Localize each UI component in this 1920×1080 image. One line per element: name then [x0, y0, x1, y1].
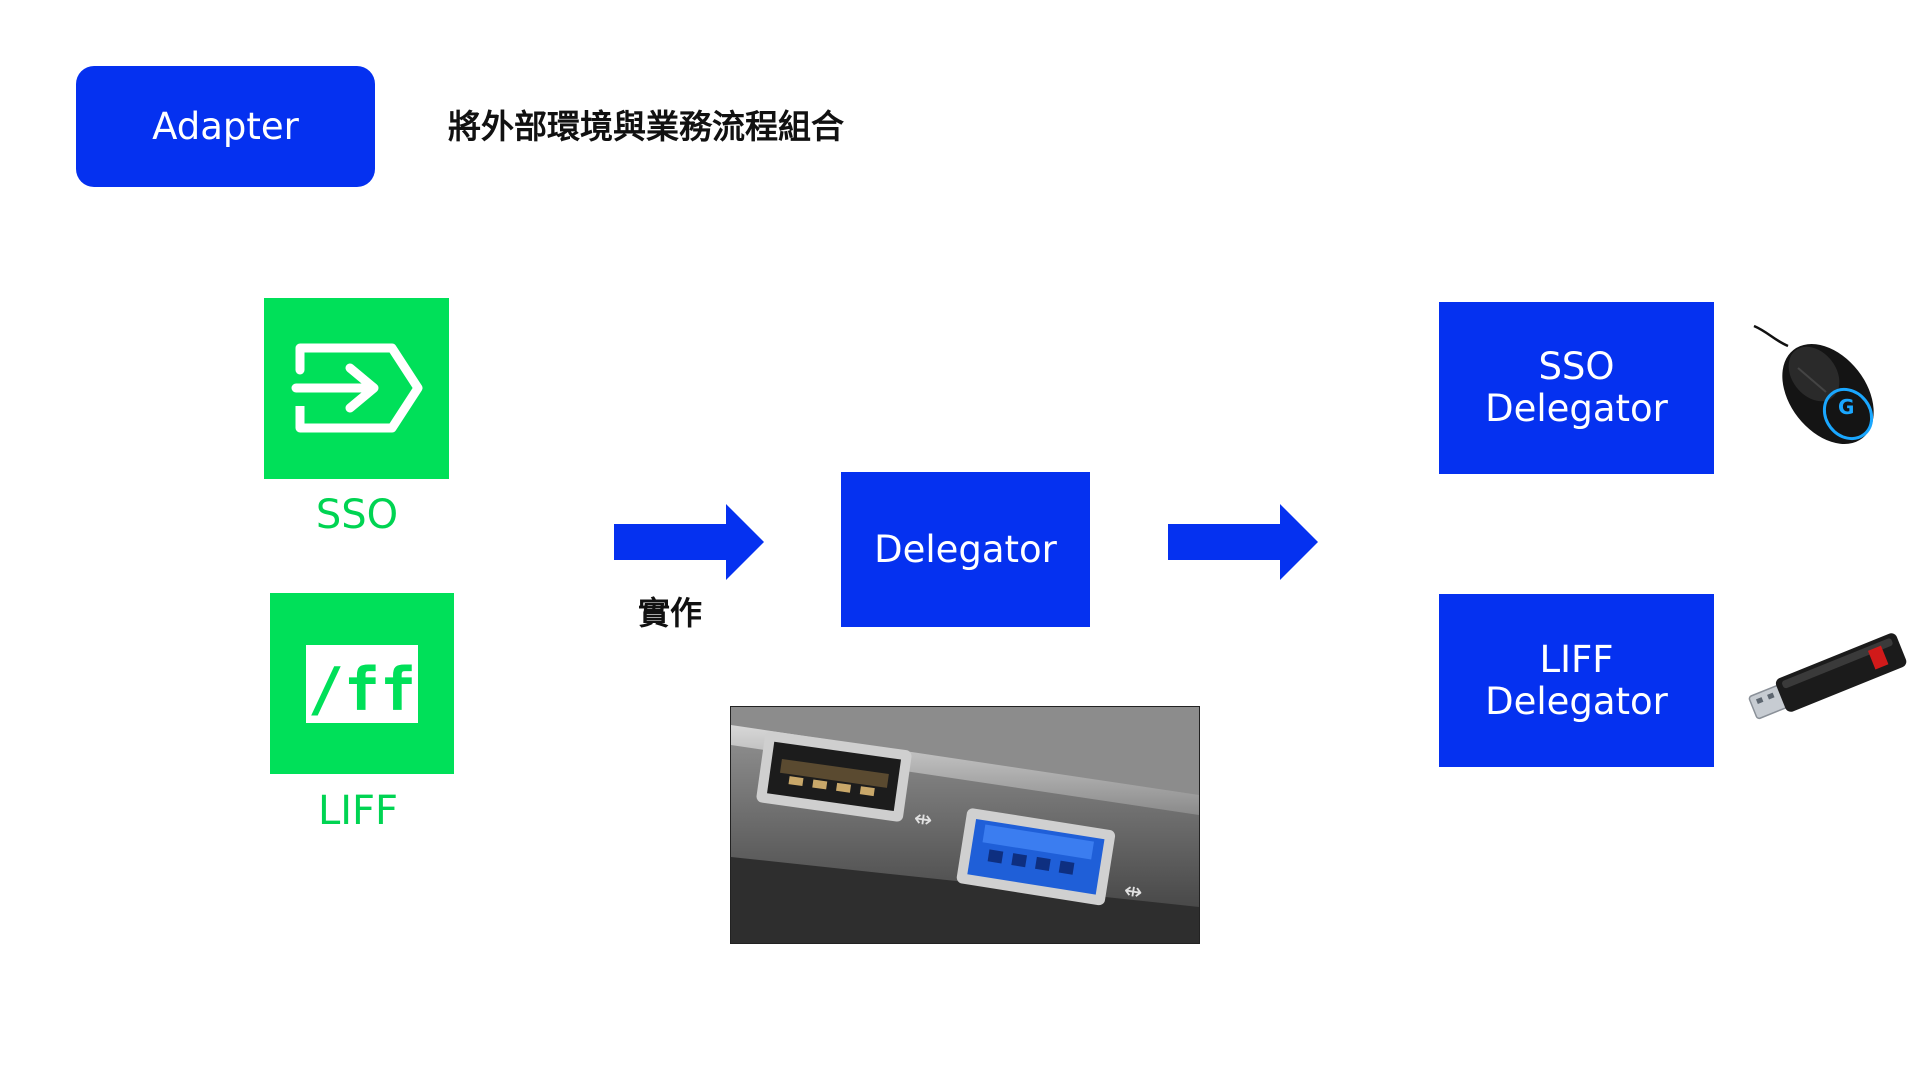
liff-logo-text: /ff — [308, 655, 416, 725]
sso-icon-box — [264, 298, 449, 479]
implement-label: 實作 — [638, 594, 703, 632]
right-arrow-icon — [1168, 504, 1318, 580]
usb-ports-photo: ⇹ ⇹ — [730, 706, 1200, 944]
sso-label: SSO — [315, 492, 399, 538]
adapter-label-box: Adapter — [76, 66, 375, 187]
liff-label: LIFF — [317, 788, 399, 834]
liff-logo-icon: /ff — [306, 645, 418, 725]
sso-delegator-box: SSO Delegator — [1439, 302, 1714, 474]
login-arrow-icon — [291, 343, 423, 433]
delegator-box: Delegator — [841, 472, 1090, 627]
liff-delegator-box: LIFF Delegator — [1439, 594, 1714, 767]
right-arrow-icon — [614, 504, 764, 580]
svg-text:⇹: ⇹ — [912, 806, 934, 833]
liff-icon-box: /ff — [270, 593, 454, 774]
mouse-icon: G — [1753, 324, 1874, 444]
adapter-description: 將外部環境與業務流程組合 — [448, 107, 844, 146]
svg-text:G: G — [1838, 395, 1854, 419]
svg-text:⇹: ⇹ — [1122, 878, 1144, 906]
usb-flash-drive-icon — [1748, 633, 1907, 720]
sso-delegator-line1: SSO — [1538, 345, 1615, 388]
sso-delegator-line2: Delegator — [1485, 387, 1668, 430]
liff-delegator-line2: Delegator — [1485, 679, 1668, 723]
liff-delegator-line1: LIFF — [1539, 637, 1614, 681]
delegator-label: Delegator — [874, 527, 1057, 571]
adapter-label: Adapter — [152, 105, 299, 148]
